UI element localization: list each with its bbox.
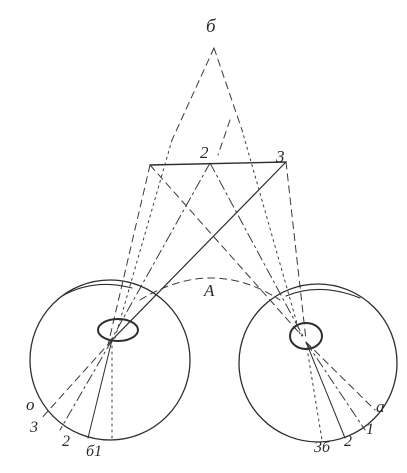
top-dashed-connector <box>218 120 230 155</box>
left-retina-ray-2 <box>88 340 112 438</box>
label-right-eye-3b: 3б <box>313 439 331 456</box>
label-point-2: 2 <box>200 143 209 162</box>
triangle-right-edge <box>214 48 242 130</box>
ray-right-mid <box>210 163 304 338</box>
label-right-eye-a: а <box>376 397 385 416</box>
ray-right-far <box>242 130 300 334</box>
label-left-eye-b1: б1 <box>86 443 102 460</box>
far-point-triangle <box>172 48 242 140</box>
right-retina-ray-a <box>306 342 375 410</box>
left-eye <box>30 280 190 440</box>
right-eyeball-outline <box>239 284 397 442</box>
horizontal-object-line <box>150 162 286 165</box>
label-left-eye-o: о <box>26 395 35 414</box>
label-left-eye-2: 2 <box>62 433 70 450</box>
rays-to-left-eye <box>108 140 286 345</box>
ray-right-outer <box>286 162 306 340</box>
ray-left-outer <box>108 165 150 345</box>
right-eye <box>239 284 397 442</box>
left-retina-ray-3 <box>60 340 112 430</box>
left-eyeball-outline <box>30 280 190 440</box>
ray-left-mid <box>110 163 210 342</box>
left-retina-ray-o <box>40 340 112 420</box>
label-right-eye-2: 2 <box>344 433 352 450</box>
label-near-point: A <box>203 281 215 300</box>
label-left-eye-3: 3 <box>29 419 38 436</box>
right-retina-ray-2 <box>306 342 345 438</box>
left-cornea <box>62 284 132 296</box>
label-far-point: б <box>206 16 217 37</box>
label-point-3: 3 <box>275 147 285 166</box>
triangle-left-edge <box>172 48 214 140</box>
right-retina-ray-1 <box>306 342 365 430</box>
label-right-eye-1: 1 <box>366 421 374 438</box>
left-lens <box>98 319 138 341</box>
right-retina-ray-3b <box>306 342 322 440</box>
ray-left-cross <box>112 162 286 340</box>
